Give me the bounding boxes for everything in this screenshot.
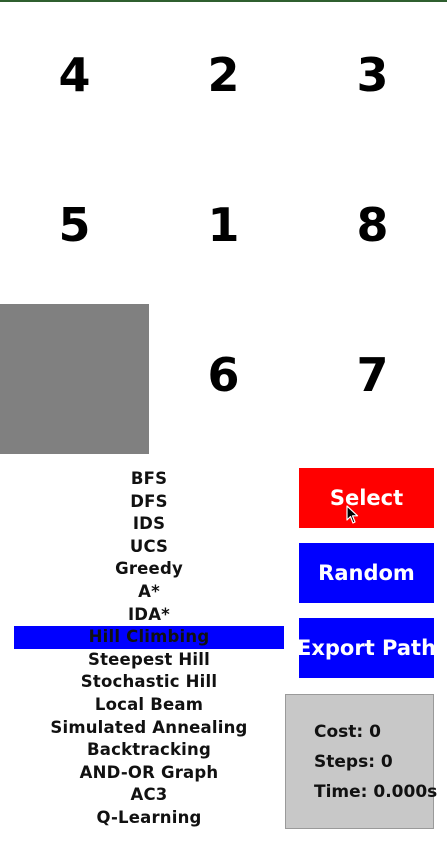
puzzle-board: 4 2 3 5 1 8 6 7 (0, 48, 389, 454)
algorithm-item-ida-star[interactable]: IDA* (127, 604, 171, 624)
select-button[interactable]: Select (299, 468, 434, 528)
tile-4[interactable]: 1 (207, 198, 240, 252)
algorithm-item-stochastic-hill[interactable]: Stochastic Hill (80, 672, 218, 692)
tile-7[interactable]: 6 (207, 348, 240, 402)
tile-0[interactable]: 4 (58, 48, 91, 102)
algorithm-item-bfs[interactable]: BFS (130, 469, 168, 488)
algorithm-item-dfs[interactable]: DFS (130, 491, 168, 511)
algorithm-item-and-or-graph[interactable]: AND-OR Graph (79, 762, 219, 782)
tile-5[interactable]: 8 (356, 198, 389, 252)
algorithm-list: BFS DFS IDS UCS Greedy A* IDA* Hill Clim… (14, 468, 284, 830)
algorithm-item-simulated-annealing[interactable]: Simulated Annealing (50, 717, 248, 737)
random-button[interactable]: Random (299, 543, 434, 603)
export-path-button[interactable]: Export Path (297, 618, 436, 678)
algorithm-item-greedy[interactable]: Greedy (115, 559, 183, 579)
window-top-border (0, 0, 447, 2)
stats-panel: Cost: 0 Steps: 0 Time: 0.000s (285, 694, 438, 829)
algorithm-item-ac3[interactable]: AC3 (130, 785, 168, 805)
mouse-pointer-icon (346, 505, 359, 524)
tile-8[interactable]: 7 (356, 348, 389, 402)
tile-3[interactable]: 5 (58, 198, 91, 252)
steps-value: Steps: 0 (314, 752, 393, 772)
tile-1[interactable]: 2 (207, 48, 240, 102)
algorithm-item-steepest-hill[interactable]: Steepest Hill (88, 649, 210, 669)
time-value: Time: 0.000s (314, 782, 438, 802)
algorithm-item-hill-climbing[interactable]: Hill Climbing (14, 626, 284, 649)
cost-value: Cost: 0 (314, 722, 381, 742)
algorithm-item-q-learning[interactable]: Q-Learning (96, 807, 202, 827)
blank-tile[interactable] (0, 304, 149, 454)
algorithm-item-ids[interactable]: IDS (132, 514, 166, 534)
algorithm-item-ucs[interactable]: UCS (129, 536, 169, 556)
algorithm-item-local-beam[interactable]: Local Beam (94, 694, 204, 714)
algorithm-item-backtracking[interactable]: Backtracking (87, 740, 211, 760)
tile-2[interactable]: 3 (356, 48, 389, 102)
algorithm-item-a-star[interactable]: A* (138, 581, 160, 601)
